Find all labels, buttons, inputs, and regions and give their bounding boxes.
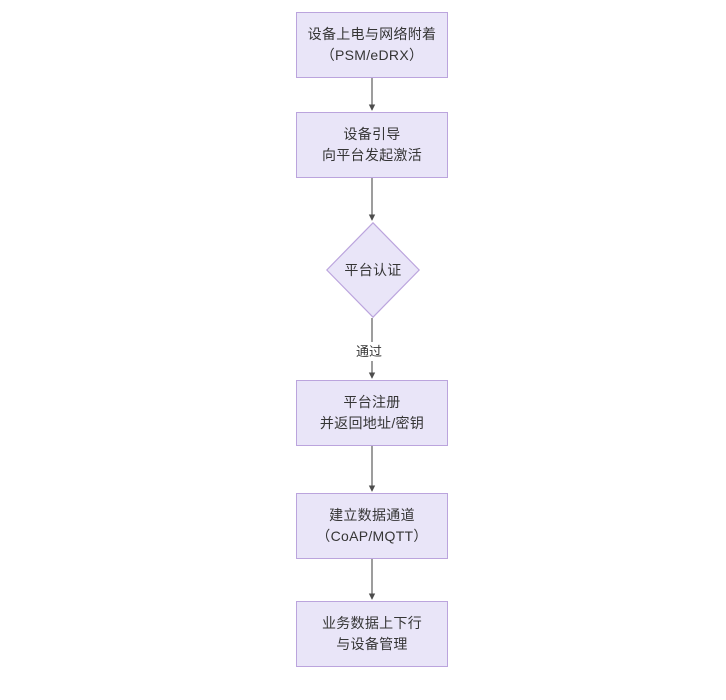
node-label: 平台认证 — [344, 261, 402, 278]
node-label: 设备上电与网络附着 （PSM/eDRX） — [307, 26, 437, 63]
node-business-data-and-device-management[interactable]: 业务数据上下行 与设备管理 — [296, 601, 448, 667]
edge-label-pass: 通过 — [353, 342, 386, 361]
node-establish-data-channel[interactable]: 建立数据通道 （CoAP/MQTT） — [296, 493, 448, 559]
node-label: 平台注册 并返回地址/密钥 — [319, 394, 425, 431]
diamond-shape-icon — [326, 222, 420, 318]
node-device-power-on[interactable]: 设备上电与网络附着 （PSM/eDRX） — [296, 12, 448, 78]
node-label: 业务数据上下行 与设备管理 — [321, 615, 423, 652]
node-label: 建立数据通道 （CoAP/MQTT） — [316, 507, 428, 544]
edge-label-text: 通过 — [356, 344, 383, 359]
node-platform-registration[interactable]: 平台注册 并返回地址/密钥 — [296, 380, 448, 446]
node-label: 设备引导 向平台发起激活 — [321, 126, 423, 163]
node-device-bootstrap[interactable]: 设备引导 向平台发起激活 — [296, 112, 448, 178]
node-platform-authentication[interactable]: 平台认证 — [326, 222, 420, 318]
